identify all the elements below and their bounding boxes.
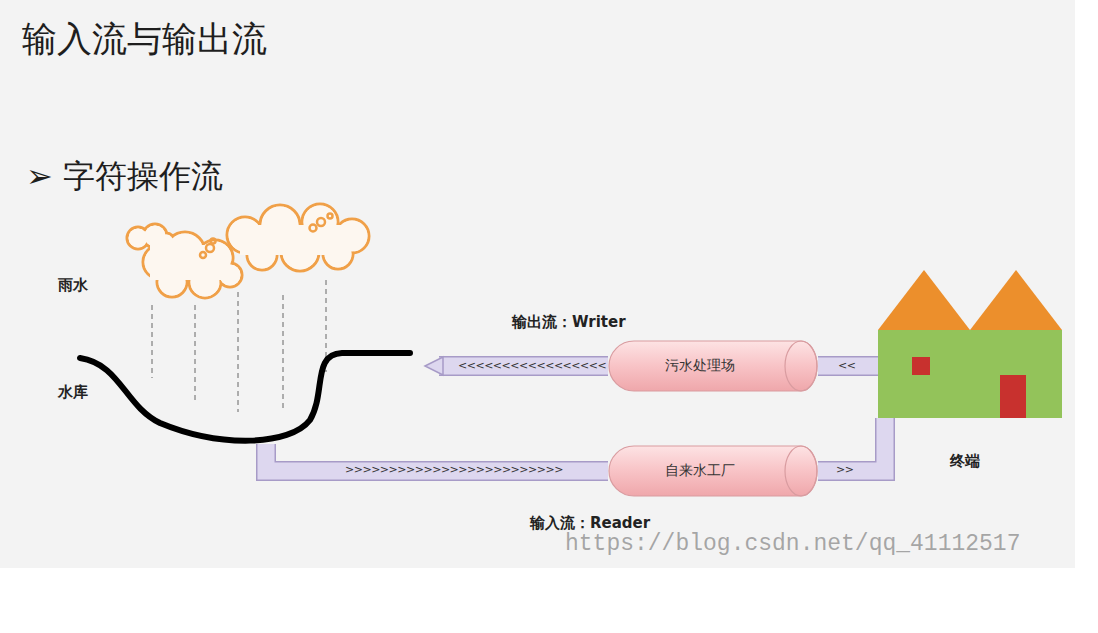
house-door bbox=[1000, 375, 1026, 418]
cylinder-body bbox=[609, 341, 817, 391]
house-window bbox=[912, 357, 930, 375]
house-roof bbox=[970, 270, 1062, 330]
pipe-outline bbox=[818, 356, 878, 376]
bullet-heading: ➢ 字符操作流 bbox=[26, 155, 223, 199]
watermark: https://blog.csdn.net/qq_41112517 bbox=[565, 531, 1020, 557]
cylinder-end bbox=[785, 341, 817, 391]
terminal-house: 终端 bbox=[878, 270, 1062, 418]
node-text: 污水处理场 bbox=[665, 357, 735, 375]
arrow-head bbox=[425, 357, 443, 375]
cylinder-node: 污水处理场 bbox=[608, 340, 818, 392]
flow-chevrons: <<<<<<<<<<<<<<<<< bbox=[458, 359, 606, 372]
cylinder-body bbox=[609, 446, 817, 496]
pipe-outline bbox=[439, 356, 608, 376]
reservoir-node: 水库 bbox=[80, 338, 425, 450]
output-stream-label: 输出流：Writer bbox=[512, 313, 626, 332]
reservoir-shape bbox=[80, 338, 425, 450]
node-text: 水库 bbox=[58, 383, 88, 402]
flow-chevrons: >> bbox=[836, 463, 853, 476]
node-text: 自来水工厂 bbox=[665, 462, 735, 480]
slide-title: 输入流与输出流 bbox=[22, 16, 267, 63]
flow-chevrons: << bbox=[838, 359, 855, 372]
input-stream-label: 输入流：Reader bbox=[530, 514, 650, 533]
rain-label: 雨水 bbox=[58, 276, 88, 295]
reservoir-curve bbox=[80, 353, 410, 441]
cylinder-node: 自来水工厂 bbox=[608, 445, 818, 497]
pipe-connector bbox=[425, 357, 608, 375]
cylinder-end bbox=[785, 446, 817, 496]
node-text: 终端 bbox=[950, 452, 980, 471]
house-wall bbox=[878, 330, 1062, 418]
house-roof bbox=[878, 270, 970, 330]
house-shape bbox=[878, 270, 1062, 418]
flow-chevrons: >>>>>>>>>>>>>>>>>>>>>>>>> bbox=[345, 463, 563, 476]
pipe-fill bbox=[439, 358, 608, 375]
pipe-fill bbox=[818, 358, 878, 375]
